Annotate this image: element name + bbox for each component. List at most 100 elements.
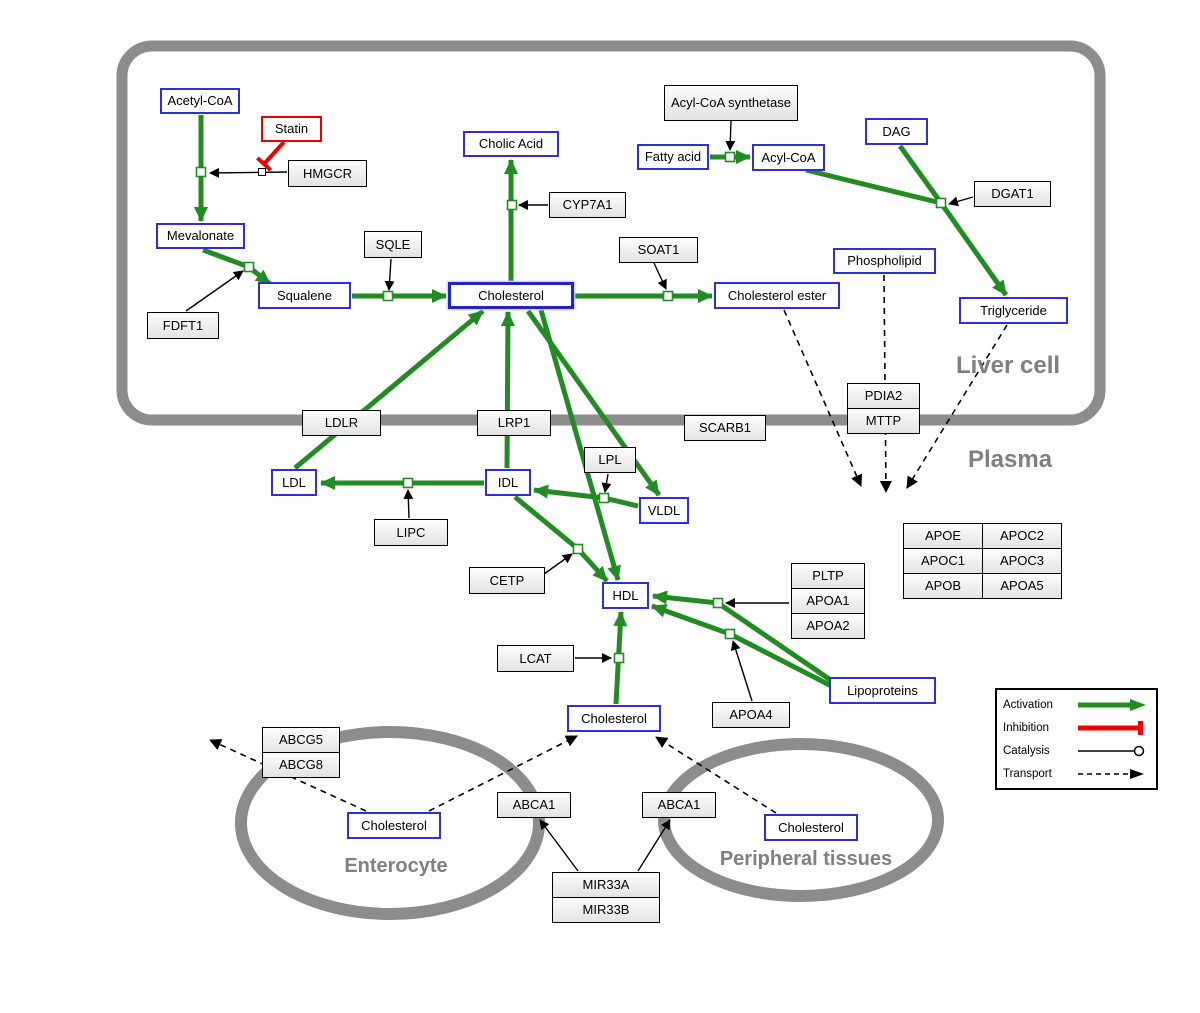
node-ldl[interactable]: LDL [271,469,317,496]
node-fdft1[interactable]: FDFT1 [147,312,219,339]
node-label-lipoproteins: Lipoproteins [847,682,918,698]
node-squalene[interactable]: Squalene [258,282,351,309]
edge-sqle-catalysis [384,258,395,291]
liver-cell-membrane [116,40,1106,426]
node-cholesterol_liver[interactable]: Cholesterol [448,282,574,309]
node-label-cyp7a1: CYP7A1 [562,197,613,213]
edge-cholentero-cholplasma [428,735,578,812]
node-label-ldl: LDL [282,474,306,490]
node-label-cetp: CETP [489,572,525,588]
node-lipc[interactable]: LIPC [374,519,448,546]
node-statin[interactable]: Statin [261,116,322,142]
edge-cholesterol-hdl [538,309,621,581]
node-cetp[interactable]: CETP [469,567,545,594]
node-cholesterol_entero[interactable]: Cholesterol [347,812,441,839]
node-apoa4[interactable]: APOA4 [712,702,790,728]
node-dag[interactable]: DAG [865,118,928,145]
node-apoa2[interactable]: APOA2 [791,613,865,639]
node-cholesterol_periph[interactable]: Cholesterol [764,814,858,841]
node-apob[interactable]: APOB [903,573,983,599]
node-label-lrp1: LRP1 [497,415,531,431]
edge-mir33-abca1right [637,819,671,872]
legend-row-activation: Activation [1003,697,1150,713]
legend-row-inhibition: Inhibition [1003,720,1150,736]
node-mevalonate[interactable]: Mevalonate [156,223,245,249]
legend-catalysis-label: Catalysis [1003,744,1050,757]
edge-dgat1-catalysis [948,196,974,207]
node-label-lipc: LIPC [396,524,426,540]
node-apoc3[interactable]: APOC3 [982,548,1062,574]
node-hmgcr[interactable]: HMGCR [288,160,367,187]
node-mttp[interactable]: MTTP [847,408,920,434]
node-label-dag: DAG [882,123,911,139]
node-lcat[interactable]: LCAT [497,645,574,672]
edge-lpl-catalysis [601,473,612,493]
node-apoa5[interactable]: APOA5 [982,573,1062,599]
anchor-acetylcoa-mevalonate [195,166,207,178]
edge-ldl-cholesterol-ldlr [293,309,485,470]
anchor-mevalonate-squalene [243,261,255,273]
node-triglyceride[interactable]: Triglyceride [959,297,1068,324]
node-label-lcat: LCAT [519,650,552,666]
node-apoc1[interactable]: APOC1 [903,548,983,574]
edge-idl-cholesterol-lrp1 [500,311,515,469]
node-cholesterol_ester[interactable]: Cholesterol ester [714,282,840,309]
node-mir33a[interactable]: MIR33A [552,872,660,898]
node-vldl[interactable]: VLDL [639,497,689,524]
node-acetyl_coa[interactable]: Acetyl-CoA [160,88,240,114]
node-cholesterol_plasma[interactable]: Cholesterol [567,705,661,732]
node-soat1[interactable]: SOAT1 [619,237,698,263]
node-label-abcg5: ABCG5 [278,732,324,748]
node-abcg5[interactable]: ABCG5 [262,727,340,753]
transport-dashed-arrow-symbol [1078,768,1144,779]
node-hdl[interactable]: HDL [602,582,649,609]
node-lpl[interactable]: LPL [584,447,636,473]
node-dgat1[interactable]: DGAT1 [974,181,1051,207]
anchor-vldl-idl [598,492,610,504]
edge-soat1-catalysis [653,262,667,290]
edge-dag-dgat1junction [897,144,944,205]
node-cyp7a1[interactable]: CYP7A1 [549,192,626,218]
node-label-pdia2: PDIA2 [864,388,903,404]
node-label-mttp: MTTP [865,413,902,429]
node-acyl_coa_synthetase[interactable]: Acyl-CoA synthetase [664,85,798,121]
anchor-fattyacid-acylcoa [724,151,736,163]
anchor-dgat1junction-triglyceride [935,197,947,209]
node-scarb1[interactable]: SCARB1 [684,415,766,441]
node-abca1_right[interactable]: ABCA1 [642,792,716,818]
node-label-cholesterol_periph: Cholesterol [778,819,844,835]
node-label-cholesterol_entero: Cholesterol [361,817,427,833]
node-label-apoa2: APOA2 [806,618,850,634]
node-label-hmgcr: HMGCR [302,165,353,181]
node-cholic_acid[interactable]: Cholic Acid [463,131,559,157]
node-label-apoa1: APOA1 [806,593,850,609]
node-pdia2[interactable]: PDIA2 [847,383,920,409]
node-label-mir33a: MIR33A [582,877,630,893]
node-label-scarb1: SCARB1 [698,420,752,436]
node-label-apoe: APOE [924,528,962,544]
node-ldlr[interactable]: LDLR [302,410,381,436]
node-lrp1[interactable]: LRP1 [477,410,551,436]
node-lipoproteins[interactable]: Lipoproteins [829,677,936,704]
node-mir33b[interactable]: MIR33B [552,897,660,923]
node-label-vldl: VLDL [647,502,681,518]
node-sqle[interactable]: SQLE [364,231,422,258]
node-phospholipid[interactable]: Phospholipid [833,248,936,274]
edge-hmgcr-catalysis [209,167,288,178]
node-abca1_left[interactable]: ABCA1 [497,792,571,818]
node-label-mevalonate: Mevalonate [166,228,235,244]
edge-acylcoa-dgat1junction [805,167,942,206]
node-idl[interactable]: IDL [485,469,531,496]
node-label-phospholipid: Phospholipid [847,253,922,269]
node-label-squalene: Squalene [277,287,332,303]
node-apoa1[interactable]: APOA1 [791,588,865,614]
node-pltp[interactable]: PLTP [791,563,865,589]
node-acyl_coa[interactable]: Acyl-CoA [752,144,825,171]
node-abcg8[interactable]: ABCG8 [262,752,340,778]
node-label-fatty_acid: Fatty acid [644,149,702,165]
node-fatty_acid[interactable]: Fatty acid [637,144,709,170]
node-apoc2[interactable]: APOC2 [982,523,1062,549]
node-apoe[interactable]: APOE [903,523,983,549]
